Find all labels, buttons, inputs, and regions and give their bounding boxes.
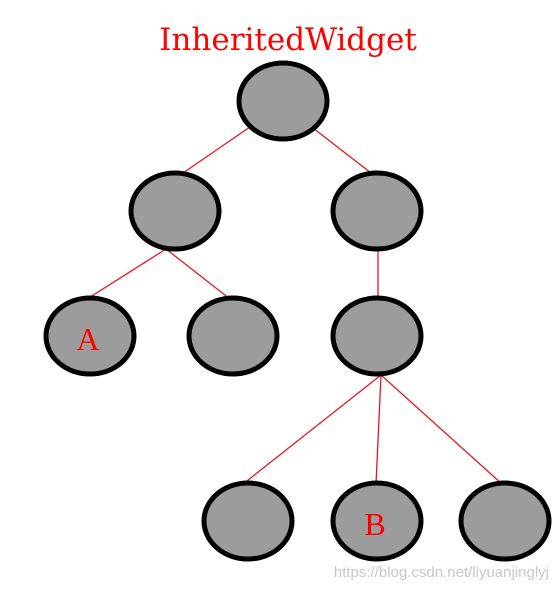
tree-node-left-sibling — [186, 295, 280, 377]
edge-right-grandchild-to-node-b — [375, 374, 382, 485]
node-ellipse-node-a — [43, 295, 137, 377]
node-label-node-a: A — [76, 321, 99, 357]
edge-left-child-to-left-sibling — [165, 248, 231, 300]
edges-layer — [86, 126, 503, 485]
node-ellipse-leaf-left — [201, 480, 295, 562]
tree-node-right-child — [330, 170, 424, 252]
node-ellipse-root — [236, 60, 330, 142]
tree-node-left-child — [128, 170, 222, 252]
edge-right-grandchild-to-leaf-right — [380, 374, 503, 485]
diagram-title: InheritedWidget — [159, 22, 417, 58]
tree-node-right-grandchild — [330, 295, 424, 377]
tree-node-node-b: B — [330, 480, 424, 562]
tree-node-leaf-right — [458, 480, 552, 562]
edge-left-child-to-node-a — [86, 248, 167, 300]
tree-node-leaf-left — [201, 480, 295, 562]
tree-node-node-a: A — [43, 295, 137, 377]
edge-right-grandchild-to-leaf-left — [242, 374, 382, 485]
node-ellipse-leaf-right — [458, 480, 552, 562]
watermark-text: https://blog.csdn.net/liyuanjinglyj — [334, 564, 549, 581]
edge-root-to-left-child — [182, 126, 251, 174]
node-label-node-b: B — [364, 506, 385, 542]
node-ellipse-node-b — [330, 480, 424, 562]
node-ellipse-left-child — [128, 170, 222, 252]
tree-node-root — [236, 60, 330, 142]
node-ellipse-right-grandchild — [330, 295, 424, 377]
nodes-layer: AB — [43, 60, 552, 562]
node-ellipse-left-sibling — [186, 295, 280, 377]
node-ellipse-right-child — [330, 170, 424, 252]
edge-root-to-right-child — [312, 127, 372, 174]
